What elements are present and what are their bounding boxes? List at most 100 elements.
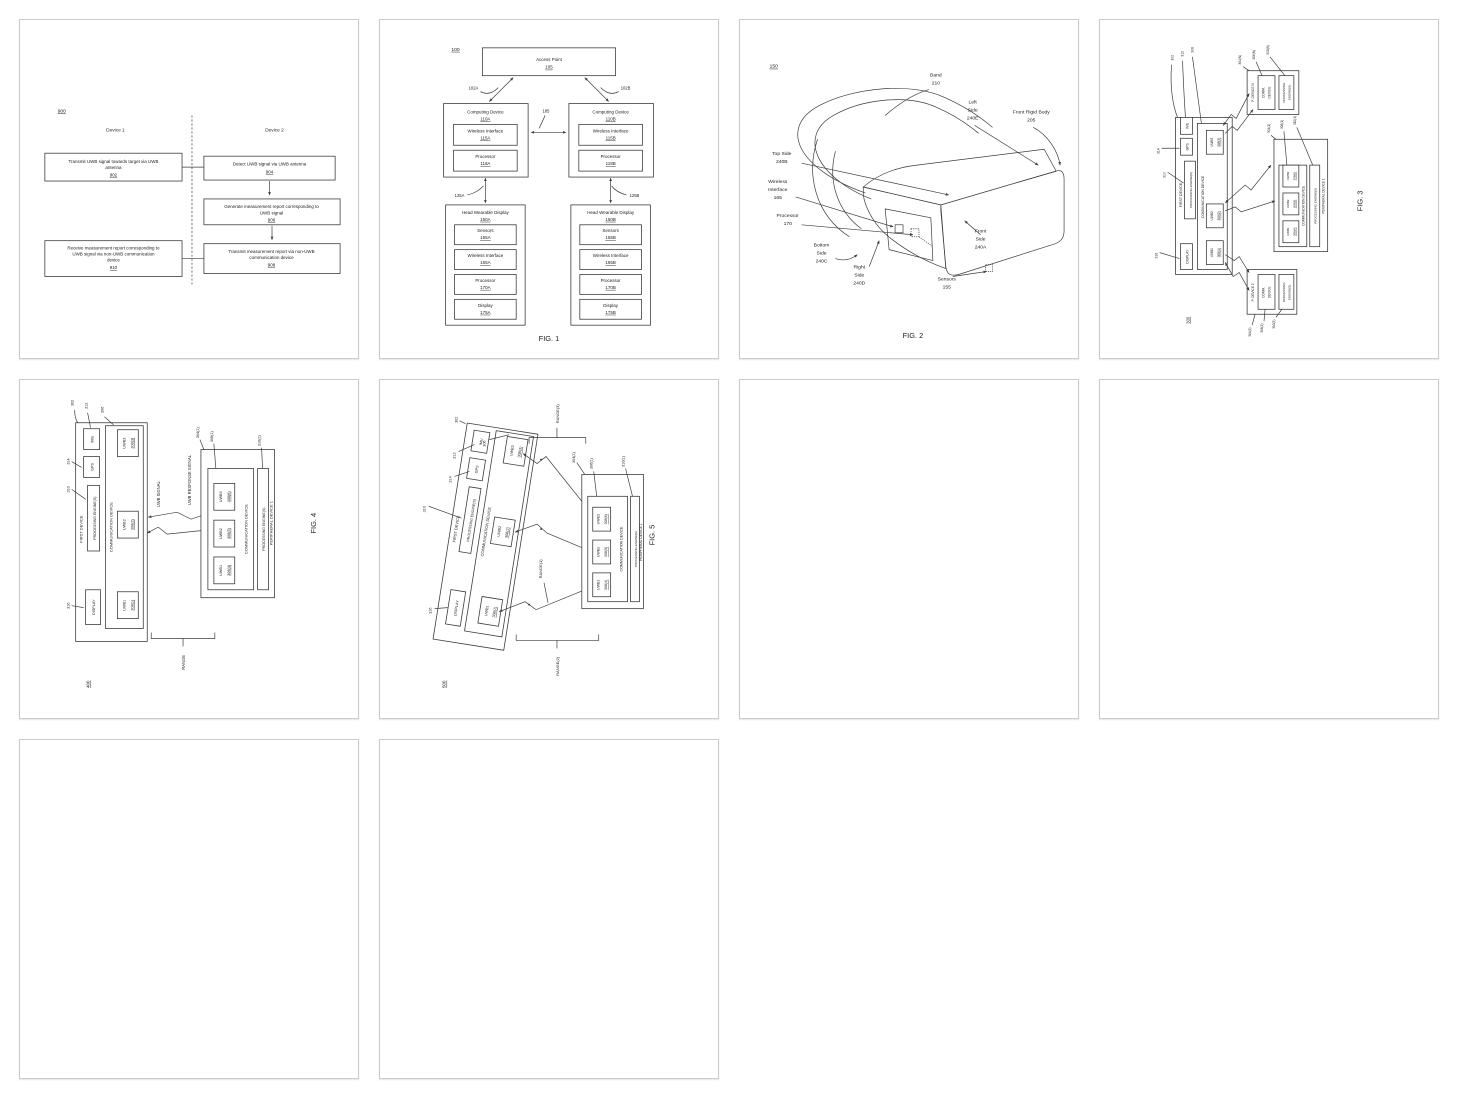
page-thumbnail-4[interactable]: 300 FIRST DEVICE DISPLAY PROCESSING ENGI… bbox=[1099, 19, 1439, 359]
p-proc-label: PROCESSING ENGINE(S) bbox=[634, 531, 638, 567]
first-device-callouts: 302 312 306 314 310 316 bbox=[423, 417, 510, 614]
wi2-a-label: Wireless Interface bbox=[467, 253, 503, 258]
label-range3: RANGE(3) bbox=[555, 404, 560, 424]
label-wireless-interface: Interface bbox=[768, 187, 788, 193]
label-band: Band bbox=[930, 73, 942, 79]
label-left-side-num: 240E bbox=[967, 115, 979, 121]
label-304-1: 304(1) bbox=[572, 451, 576, 463]
label-right-side-num: 240D bbox=[853, 280, 865, 286]
uwb1-label: UWB1 bbox=[122, 600, 126, 611]
page-thumbnail-1[interactable]: 900 Device 1 Device 2 Transmit UWB signa… bbox=[19, 19, 359, 359]
first-device-callouts: 302 312 306 314 310 316 bbox=[1155, 47, 1202, 259]
page-thumbnail-8-blank[interactable] bbox=[1099, 379, 1439, 719]
gps-label: GPS bbox=[1185, 142, 1189, 150]
flow-connectors bbox=[182, 166, 274, 259]
label-wireless-interface: Wireless bbox=[768, 179, 788, 185]
caption-fig5: FIG. 5 bbox=[647, 525, 656, 546]
step-910-num: 910 bbox=[110, 265, 118, 270]
step-904-num: 904 bbox=[266, 170, 274, 175]
p-uwb3-num: 308(6) bbox=[604, 514, 608, 524]
pe-short: ENGINE(S) bbox=[1287, 285, 1291, 300]
label-310-1: 310(1) bbox=[622, 455, 626, 467]
wi2-a-num: 165A bbox=[480, 260, 490, 265]
disp-b-label: Display bbox=[603, 303, 618, 308]
sensors-a-label: Sensors bbox=[477, 228, 494, 233]
page-thumbnail-9-blank[interactable] bbox=[19, 739, 359, 1079]
sensors-a-num: 155A bbox=[480, 235, 490, 240]
label-304-2: 304(2) bbox=[1248, 328, 1252, 337]
comm-short: COMM. bbox=[1262, 87, 1266, 98]
uwb3-label: UWB3 bbox=[509, 445, 515, 456]
label-sensors: Sensors bbox=[938, 276, 957, 282]
uwb2-num: 308(2) bbox=[1217, 211, 1221, 220]
label-316: 316 bbox=[1155, 253, 1159, 259]
proc2-a-num: 170A bbox=[480, 285, 490, 290]
p-uwb3-num: 308(6) bbox=[227, 491, 231, 503]
label-302: 302 bbox=[455, 417, 459, 423]
page-thumbnail-2[interactable]: 100 Access Point 105 102A 102B Computing… bbox=[379, 19, 719, 359]
uwb1-label: UWB1 bbox=[1210, 248, 1214, 257]
fig-2-headset: 150 bbox=[768, 64, 1065, 340]
peripheral-1-callouts: 304(1) 306(1) 310(1) bbox=[196, 427, 263, 469]
p-comm-label: COMMUNICATION DEVICE bbox=[244, 504, 249, 554]
p-uwb1-label: UWB1 bbox=[219, 565, 223, 576]
label-310-1: 310(1) bbox=[1293, 116, 1297, 125]
access-point-num: 105 bbox=[545, 65, 553, 70]
comm-short: DEVICE bbox=[1267, 87, 1271, 99]
p-proc-label: PROCESSING ENGINE(S) bbox=[262, 508, 266, 551]
step-910-text: UWB signal via non-UWB communication bbox=[72, 252, 155, 257]
first-device-box: FIRST DEVICE DISPLAY PROCESSING ENGINE(S… bbox=[75, 422, 148, 642]
uwb-zigzag-links bbox=[1222, 93, 1276, 291]
page-thumbnail-7-blank[interactable] bbox=[739, 379, 1079, 719]
label-front-side: Side bbox=[976, 237, 986, 243]
lane-device-2: Device 2 bbox=[265, 127, 284, 133]
figure-ref-150: 150 bbox=[770, 64, 779, 70]
p-uwb1-num: 308(4) bbox=[1292, 227, 1296, 236]
imu-label: IMU bbox=[91, 435, 95, 442]
range-brackets: RANGE(3) RANGE(1) RANGE(2) bbox=[515, 404, 600, 676]
p-uwb3-label: UWB3 bbox=[1286, 171, 1290, 180]
peripheral-1-label: PERIPHERAL DEVICE 1 bbox=[1322, 178, 1326, 214]
caption-fig1: FIG. 1 bbox=[539, 334, 560, 343]
label-306: 306 bbox=[1190, 47, 1194, 53]
access-point-label: Access Point bbox=[536, 57, 563, 62]
figure-ref-900: 900 bbox=[58, 108, 67, 114]
uwb2-label: UWB2 bbox=[1210, 211, 1214, 220]
step-902-text: antenna bbox=[105, 165, 122, 170]
label-bottom-side: Bottom bbox=[814, 243, 830, 249]
computing-device-b: Computing Device 110B Wireless Interface… bbox=[568, 103, 654, 178]
peripheral-1-callouts: 304(1) 306(1) 310(1) bbox=[1267, 116, 1314, 166]
fig-900-flowchart: 900 Device 1 Device 2 Transmit UWB signa… bbox=[44, 108, 341, 285]
uwb2-label: UWB2 bbox=[497, 526, 503, 537]
fig-3-uwb-network: 300 FIRST DEVICE DISPLAY PROCESSING ENGI… bbox=[1155, 45, 1365, 337]
proc2-a-label: Processor bbox=[475, 278, 496, 283]
fig-1-block-diagram: 100 Access Point 105 102A 102B Computing… bbox=[443, 47, 654, 343]
page-thumbnail-6[interactable]: 500 FIRST DEVICE DISPLAY PROCESSING ENGI… bbox=[379, 379, 719, 719]
page-thumbnail-3[interactable]: 150 bbox=[739, 19, 1079, 359]
step-908-num: 908 bbox=[268, 263, 276, 268]
label-310n: 310(N) bbox=[1266, 45, 1270, 55]
proc-eng-label: PROCESSING ENGINE(S) bbox=[1189, 172, 1193, 208]
label-125a: 125A bbox=[455, 193, 465, 198]
label-range1: RANGE(1) bbox=[538, 559, 543, 579]
page-thumbnail-10-blank[interactable] bbox=[379, 739, 719, 1079]
uwb1-label: UWB1 bbox=[484, 605, 490, 616]
sensor-square bbox=[985, 264, 993, 272]
step-910-text: device bbox=[107, 258, 120, 263]
first-device-label: FIRST DEVICE bbox=[1179, 182, 1183, 207]
label-band-num: 210 bbox=[932, 81, 941, 87]
figure-ref-500: 500 bbox=[442, 680, 447, 688]
page-thumbnail-5[interactable]: 400 FIRST DEVICE DISPLAY PROCESSING ENGI… bbox=[19, 379, 359, 719]
range-bracket: RANGE bbox=[150, 632, 216, 670]
hwd-b: Head Wearable Display 150B Sensors 155B … bbox=[570, 204, 651, 326]
lane-device-1: Device 1 bbox=[106, 127, 125, 133]
label-left-side: Left bbox=[968, 100, 977, 106]
label-right-side: Side bbox=[854, 272, 864, 278]
p-uwb1-label: UWB1 bbox=[597, 580, 601, 590]
label-312: 312 bbox=[1181, 51, 1185, 57]
imu-label: IMU bbox=[479, 438, 484, 446]
wi2-b-num: 165B bbox=[605, 260, 615, 265]
uwb1-num: 308(1) bbox=[1217, 248, 1221, 257]
label-right-side: Right bbox=[853, 265, 865, 271]
p-device-2-box: P. DEVICE 2 COMM. DEVICE PROCESSING ENGI… bbox=[1246, 269, 1298, 315]
